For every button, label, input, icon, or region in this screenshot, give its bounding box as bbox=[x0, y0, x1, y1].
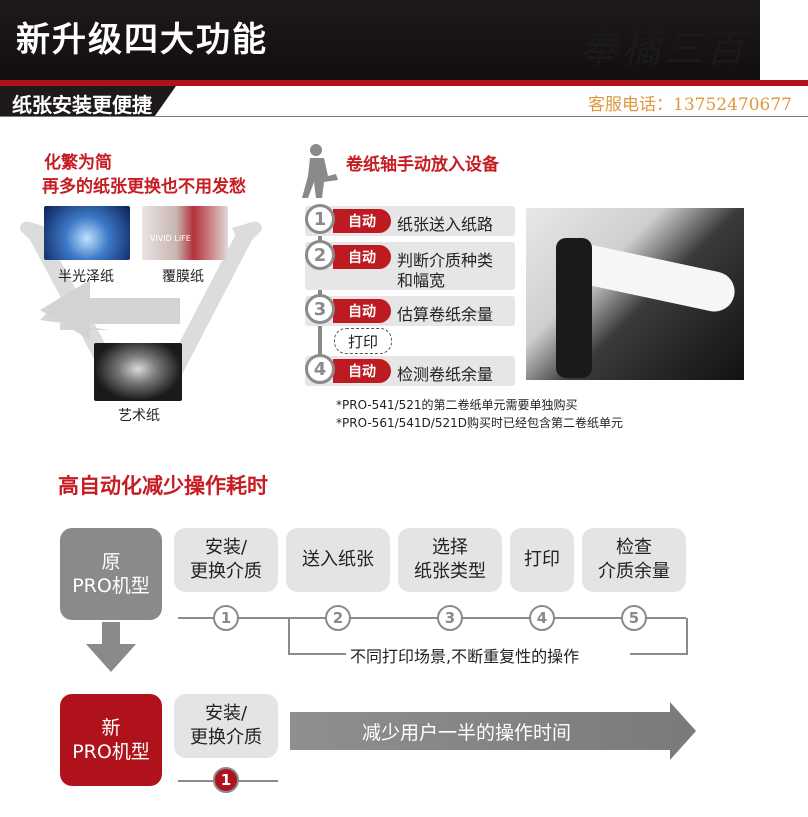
note-1: *PRO-541/521的第二卷纸单元需要单独购买 bbox=[336, 398, 578, 412]
glossy-paper-photo bbox=[44, 206, 130, 260]
printer-photo bbox=[526, 208, 744, 380]
header-red-stripe bbox=[0, 80, 808, 86]
step-text-line2: 和幅宽 bbox=[397, 271, 446, 290]
old-model-line2: PRO机型 bbox=[72, 575, 150, 597]
op-line1: 送入纸张 bbox=[302, 549, 374, 570]
op-pill-1: 安装/ 更换介质 bbox=[174, 528, 278, 592]
step-4: 自动 4 检测卷纸余量 bbox=[305, 354, 515, 386]
op-number-4: 4 bbox=[529, 605, 555, 631]
new-model-line1: 新 bbox=[101, 717, 121, 739]
timeline-line bbox=[178, 617, 686, 619]
auto-tag: 自动 bbox=[333, 209, 391, 233]
bracket-left bbox=[288, 618, 290, 654]
divider bbox=[0, 116, 808, 117]
reduce-time-arrow-icon bbox=[290, 702, 696, 760]
step-number: 4 bbox=[305, 354, 335, 384]
down-arrow-icon bbox=[86, 622, 136, 672]
step-3: 自动 3 估算卷纸余量 bbox=[305, 294, 515, 326]
op-line2: 更换介质 bbox=[190, 727, 262, 748]
auto-tag: 自动 bbox=[333, 245, 391, 269]
subtitle-bar bbox=[0, 86, 176, 116]
service-phone: 客服电话：13752470677 bbox=[588, 95, 792, 115]
op-pill-2: 送入纸张 bbox=[286, 528, 390, 592]
op-line1: 检查 bbox=[616, 537, 652, 558]
section-subtitle: 纸张安装更便捷 bbox=[12, 93, 152, 117]
left-heading-2: 再多的纸张更换也不用发愁 bbox=[42, 177, 246, 197]
op-number-5: 5 bbox=[621, 605, 647, 631]
step-text: 纸张送入纸路 bbox=[397, 215, 494, 234]
step-1: 自动 1 纸张送入纸路 bbox=[305, 204, 515, 236]
op-line2: 纸张类型 bbox=[414, 561, 486, 582]
step-number: 3 bbox=[305, 294, 335, 324]
print-label: 打印 bbox=[334, 328, 392, 354]
step-number: 1 bbox=[305, 204, 335, 234]
op-line1: 安装/ bbox=[204, 703, 248, 724]
step-2: 自动 2 判断介质种类 和幅宽 bbox=[305, 240, 515, 290]
left-heading-1: 化繁为简 bbox=[44, 153, 112, 173]
op-line1: 安装/ bbox=[204, 537, 248, 558]
note-2: *PRO-561/541D/521D购买时已经包含第二卷纸单元 bbox=[336, 416, 623, 430]
auto-tag: 自动 bbox=[333, 299, 391, 323]
step-number: 2 bbox=[305, 240, 335, 270]
person-loading-icon bbox=[302, 144, 338, 198]
right-heading: 卷纸轴手动放入设备 bbox=[346, 155, 499, 175]
op-line1: 选择 bbox=[432, 537, 468, 558]
film-paper-photo: VIVID LIFE bbox=[142, 206, 228, 260]
art-paper-photo bbox=[94, 343, 182, 401]
repeat-note: 不同打印场景,不断重复性的操作 bbox=[350, 647, 580, 666]
old-model-line1: 原 bbox=[101, 551, 121, 573]
new-model-line2: PRO机型 bbox=[72, 741, 150, 763]
auto-tag: 自动 bbox=[333, 359, 391, 383]
paper-label-film: 覆膜纸 bbox=[162, 269, 204, 285]
bracket-bottom-right bbox=[630, 653, 688, 655]
step-text: 判断介质种类 bbox=[397, 251, 494, 270]
reduce-time-text: 减少用户一半的操作时间 bbox=[362, 722, 572, 744]
page-title: 新升级四大功能 bbox=[16, 20, 268, 60]
op-pill-5: 检查 介质余量 bbox=[582, 528, 686, 592]
new-op-pill: 安装/ 更换介质 bbox=[174, 694, 278, 758]
op-line1: 打印 bbox=[524, 549, 560, 570]
paper-label-glossy: 半光泽纸 bbox=[58, 269, 114, 285]
new-op-number: 1 bbox=[213, 767, 239, 793]
step-text: 检测卷纸余量 bbox=[397, 365, 494, 384]
brand-watermark: 奉橘三百 bbox=[580, 27, 749, 71]
op-pill-4: 打印 bbox=[510, 528, 574, 592]
step-text: 估算卷纸余量 bbox=[397, 305, 494, 324]
old-model-box: 原 PRO机型 bbox=[60, 528, 162, 620]
bottom-heading: 高自动化减少操作耗时 bbox=[58, 474, 268, 498]
header-bar bbox=[0, 0, 760, 80]
op-line2: 更换介质 bbox=[190, 561, 262, 582]
new-model-box: 新 PRO机型 bbox=[60, 694, 162, 786]
op-pill-3: 选择 纸张类型 bbox=[398, 528, 502, 592]
op-number-1: 1 bbox=[213, 605, 239, 631]
photo-text: VIVID LIFE bbox=[150, 234, 191, 243]
bracket-bottom-left bbox=[288, 653, 346, 655]
op-line2: 介质余量 bbox=[598, 561, 670, 582]
paper-label-art: 艺术纸 bbox=[118, 408, 160, 424]
op-number-3: 3 bbox=[437, 605, 463, 631]
op-number-2: 2 bbox=[325, 605, 351, 631]
bracket-right bbox=[686, 618, 688, 654]
